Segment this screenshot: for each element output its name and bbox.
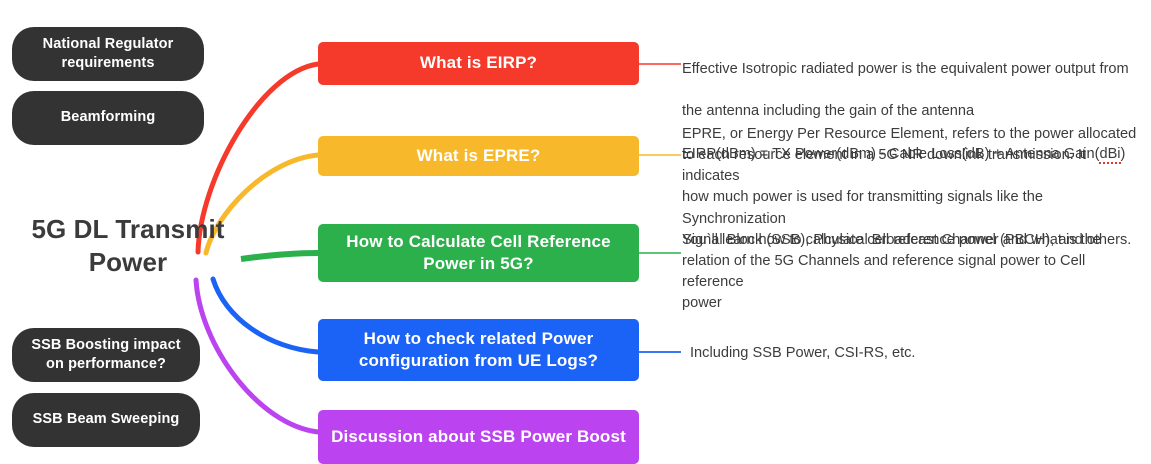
root-node-label: 5G DL Transmit Power: [31, 214, 225, 278]
connector-uelogs: [210, 276, 321, 355]
description-eirp-line2: the antenna including the gain of the an…: [682, 103, 975, 120]
topic-calculate-cell-reference-power[interactable]: How to Calculate Cell Reference Power in…: [318, 224, 639, 282]
topic-discussion-ssb-power-boost[interactable]: Discussion about SSB Power Boost: [318, 410, 639, 464]
node-national-regulator-requirements[interactable]: National Regulator requirements: [12, 27, 204, 81]
description-eirp: Effective Isotropic radiated power is th…: [682, 38, 1137, 165]
node-beamforming[interactable]: Beamforming: [12, 91, 204, 145]
topic-what-is-eirp[interactable]: What is EIRP?: [318, 42, 639, 85]
description-cell-reference-power: You`ll learn how to calculate cell refer…: [682, 232, 1101, 312]
node-ssb-boosting-impact[interactable]: SSB Boosting impact on performance?: [12, 328, 200, 382]
connector-ssbboost: [193, 277, 321, 435]
description-eirp-formula-prefix: EIRP(dBm) = TX Power(dBm) - Cable Loss(d…: [682, 145, 1100, 162]
description-eirp-formula-suffix: ): [1120, 145, 1126, 162]
description-epre: EPRE, or Energy Per Resource Element, re…: [682, 126, 1137, 248]
connector-cellref: [240, 250, 319, 262]
description-ue-logs: Including SSB Power, CSI-RS, etc.: [690, 345, 916, 361]
description-eirp-misspelled-term: dBi: [1099, 145, 1121, 164]
topic-check-power-config-ue-logs[interactable]: How to check related Power configuration…: [318, 319, 639, 381]
node-ssb-beam-sweeping[interactable]: SSB Beam Sweeping: [12, 393, 200, 447]
description-eirp-line1: Effective Isotropic radiated power is th…: [682, 61, 1129, 78]
topic-what-is-epre[interactable]: What is EPRE?: [318, 136, 639, 176]
